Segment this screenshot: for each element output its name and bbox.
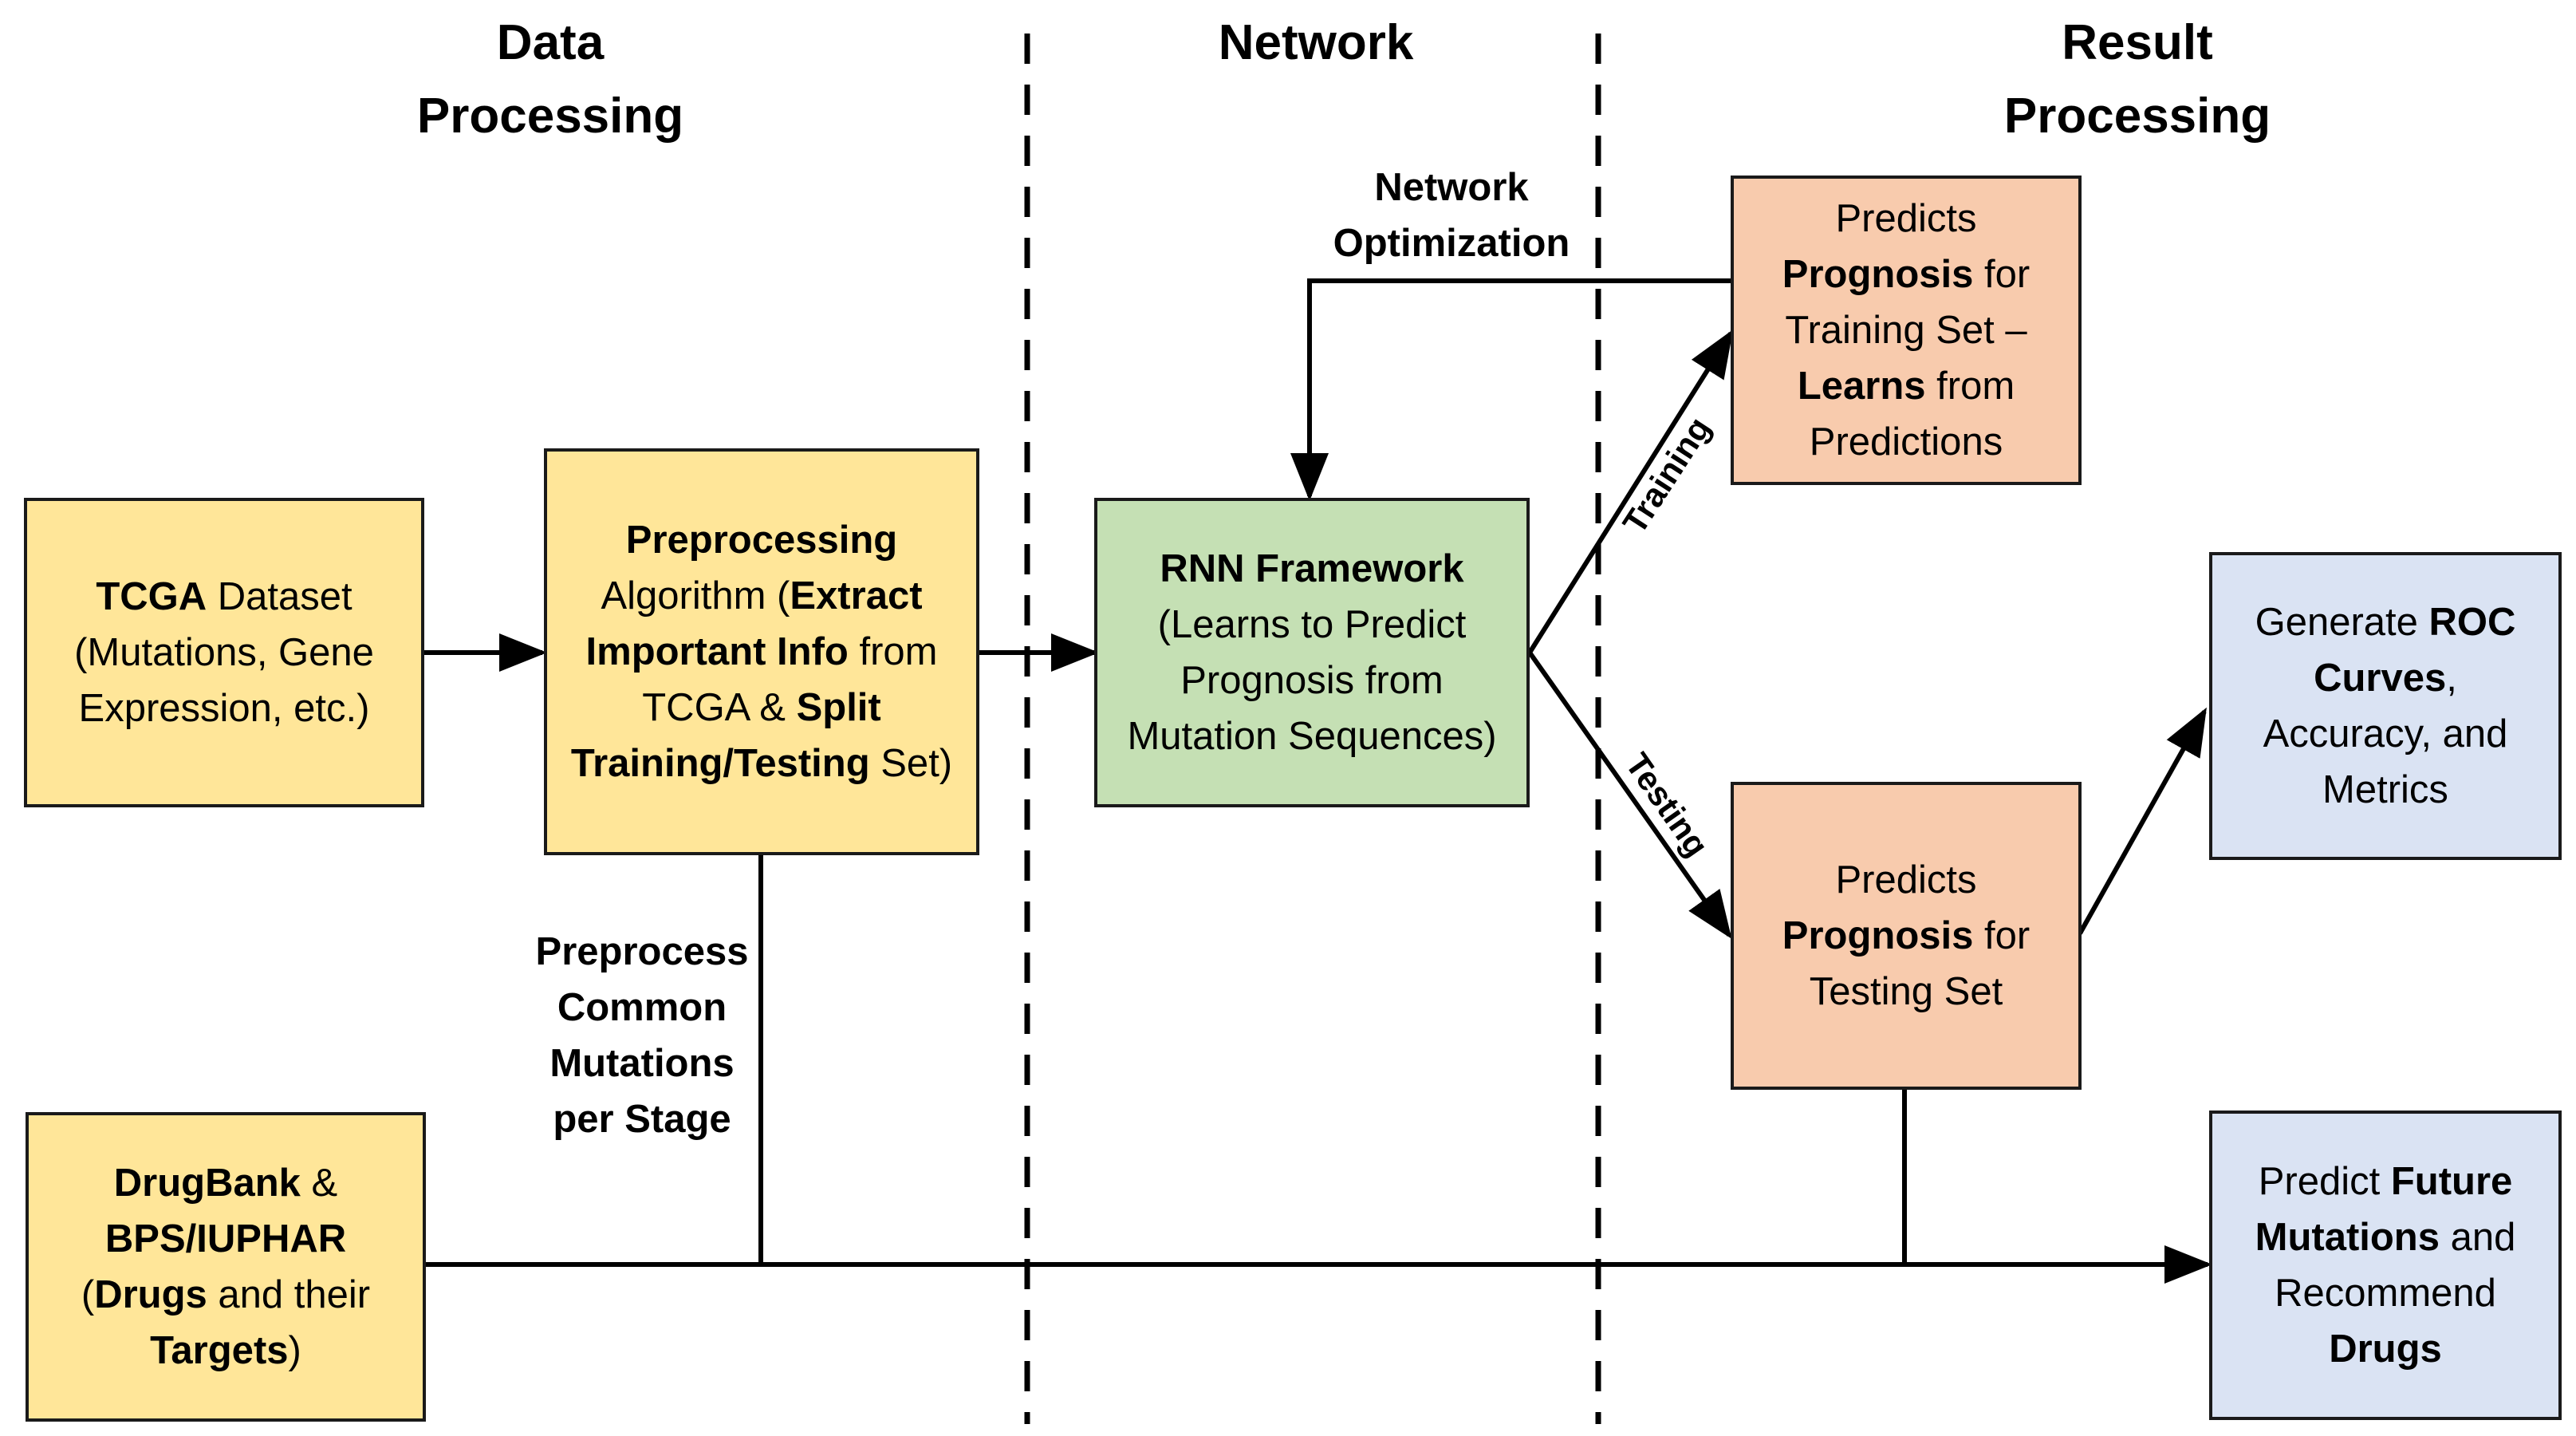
drugbank-strong-1: DrugBank	[113, 1162, 301, 1205]
arrow-rnn-to-training	[1527, 329, 1734, 654]
future-mutations-text: Predict Future Mutations and Recommend D…	[2225, 1154, 2546, 1377]
drugbank-text-2: &	[300, 1162, 338, 1205]
roc-text-3: , Accuracy, and Metrics	[2263, 657, 2508, 811]
roc-text-1: Generate	[2255, 601, 2429, 644]
section-title-data-processing: Data Processing	[416, 15, 684, 144]
predict-testing-strong-2: Prognosis	[1782, 914, 1974, 957]
predict-training-text-1: Predicts	[1835, 197, 1977, 240]
arrow-testing-to-roc	[2078, 707, 2207, 935]
preprocessing-text-6: Set)	[869, 742, 953, 785]
preprocessing-strong-3: Extract Important Info	[585, 574, 923, 673]
preprocessing-text-2: Algorithm (	[601, 574, 790, 617]
drugbank-box: DrugBank & BPS/IUPHAR (Drugs and their T…	[26, 1112, 426, 1422]
arrow-rnn-to-testing	[1527, 651, 1732, 939]
rnn-framework-box: RNN Framework (Learns to Predict Prognos…	[1094, 498, 1530, 807]
tcga-dataset-text: TCGA Dataset (Mutations, Gene Expression…	[40, 569, 408, 736]
predict-testing-text: Predicts Prognosis for Testing Set	[1747, 852, 2066, 1020]
preprocessing-text-4: from TCGA &	[642, 630, 938, 729]
future-text-1: Predict	[2258, 1160, 2391, 1203]
predict-testing-text-3: for Testing Set	[1809, 914, 2030, 1013]
network-optimization-label: Network Optimization	[1333, 166, 1570, 265]
rnn-framework-text: RNN Framework (Learns to Predict Prognos…	[1110, 541, 1514, 764]
future-strong-4: Drugs	[2329, 1328, 2442, 1371]
predict-training-box: Predicts Prognosis for Training Set – Le…	[1731, 176, 2082, 485]
drugbank-text-6: and their	[207, 1273, 371, 1316]
tcga-rest: Dataset (Mutations, Gene Expression, etc…	[74, 575, 374, 730]
preprocessing-strong-1: Preprocessing	[625, 519, 898, 562]
section-title-result-processing: Result Processing	[2003, 15, 2271, 144]
arrow-network-optimization	[1290, 278, 1731, 501]
tcga-strong: TCGA	[96, 575, 207, 618]
rnn-rest: (Learns to Predict Prognosis from Mutati…	[1127, 603, 1497, 758]
predict-testing-text-1: Predicts	[1835, 858, 1977, 901]
preprocessing-box: Preprocessing Algorithm (Extract Importa…	[544, 448, 979, 855]
drugbank-strong-3: BPS/IUPHAR	[104, 1217, 347, 1260]
predict-training-text: Predicts Prognosis for Training Set – Le…	[1747, 191, 2066, 470]
drugbank-text-8: )	[288, 1329, 301, 1372]
preprocessing-strong-5: Split Training/Testing	[570, 686, 881, 785]
section-title-network: Network	[1218, 15, 1414, 70]
future-strong-2: Future Mutations	[2255, 1160, 2513, 1259]
drugbank-text-4: (	[81, 1273, 95, 1316]
roc-curves-text: Generate ROC Curves, Accuracy, and Metri…	[2225, 594, 2546, 818]
rnn-strong: RNN Framework	[1160, 547, 1464, 590]
preprocess-common-mutations-label: Preprocess Common Mutations per Stage	[535, 930, 749, 1141]
predict-training-strong-4: Learns	[1797, 365, 1926, 408]
roc-strong-2: ROC Curves	[2314, 601, 2516, 700]
drugbank-strong-7: Targets	[150, 1329, 289, 1372]
predict-testing-box: Predicts Prognosis for Testing Set	[1731, 782, 2082, 1090]
predict-training-text-5: from Predictions	[1809, 365, 2015, 464]
drugbank-strong-5: Drugs	[94, 1273, 207, 1316]
future-text-3: and Recommend	[2275, 1216, 2516, 1315]
predict-training-text-3: for Training Set –	[1785, 253, 2030, 352]
future-mutations-box: Predict Future Mutations and Recommend D…	[2209, 1111, 2562, 1420]
drugbank-text: DrugBank & BPS/IUPHAR (Drugs and their T…	[41, 1155, 410, 1379]
roc-curves-box: Generate ROC Curves, Accuracy, and Metri…	[2209, 552, 2562, 860]
preprocessing-text: Preprocessing Algorithm (Extract Importa…	[560, 512, 963, 791]
tcga-dataset-box: TCGA Dataset (Mutations, Gene Expression…	[24, 498, 424, 807]
predict-training-strong-2: Prognosis	[1782, 253, 1974, 296]
